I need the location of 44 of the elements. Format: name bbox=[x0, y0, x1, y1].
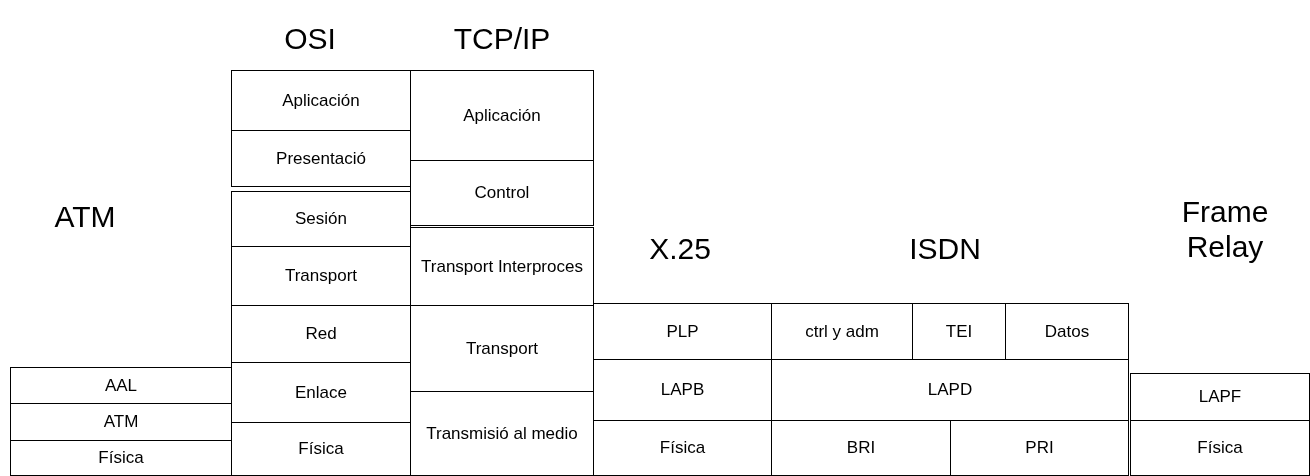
layer-name: Transport bbox=[465, 337, 539, 360]
stack-heading: TCP/IP bbox=[452, 22, 552, 57]
layer-name: Sesión bbox=[295, 208, 347, 231]
layer-name: Física bbox=[298, 438, 344, 461]
layer-name: ctrl y adm bbox=[805, 320, 879, 343]
layer-name: Transport Interproces bbox=[421, 255, 583, 278]
layer-name: Aplicación bbox=[463, 104, 541, 127]
layer-box bbox=[231, 130, 411, 187]
layer-name: Datos bbox=[1044, 320, 1090, 343]
layer-name: Física bbox=[659, 437, 706, 460]
layer-name: LAPF bbox=[1198, 386, 1242, 409]
layer-name: TEI bbox=[945, 320, 973, 343]
layer-box bbox=[1005, 303, 1129, 360]
layer-name: Presentació bbox=[276, 147, 366, 170]
layer-box bbox=[410, 160, 594, 226]
layer-box bbox=[231, 191, 411, 247]
layer-box bbox=[10, 440, 232, 476]
layer-name: AAL bbox=[104, 374, 138, 397]
stack-heading: ATM bbox=[53, 200, 117, 235]
layer-box bbox=[1130, 420, 1310, 476]
layer-box bbox=[410, 70, 594, 161]
layer-box bbox=[10, 367, 232, 404]
layer-name: PLP bbox=[666, 320, 699, 343]
stack-heading: Frame Relay bbox=[1180, 195, 1270, 264]
layer-name: Física bbox=[98, 447, 144, 470]
layer-name: Enlace bbox=[295, 381, 347, 404]
layer-name: ATM bbox=[103, 411, 139, 434]
layer-box bbox=[231, 70, 411, 131]
layer-name: Control bbox=[474, 182, 530, 205]
layer-name: PRI bbox=[1025, 437, 1054, 460]
layer-name: Transmisió al medio bbox=[426, 422, 578, 445]
layer-box bbox=[1130, 373, 1310, 421]
layer-name: Red bbox=[305, 323, 337, 346]
stack-heading: X.25 bbox=[648, 232, 712, 267]
layer-name: BRI bbox=[846, 437, 876, 460]
layer-name: Transport bbox=[284, 265, 358, 288]
layer-box bbox=[410, 227, 594, 306]
stack-heading: ISDN bbox=[908, 232, 982, 267]
layer-name: LAPB bbox=[660, 379, 705, 402]
stack-heading: OSI bbox=[283, 22, 337, 57]
layer-name: LAPD bbox=[927, 379, 973, 402]
layer-box bbox=[950, 420, 1129, 476]
layer-name: Aplicación bbox=[282, 89, 360, 112]
layer-name: Física bbox=[1197, 437, 1243, 460]
